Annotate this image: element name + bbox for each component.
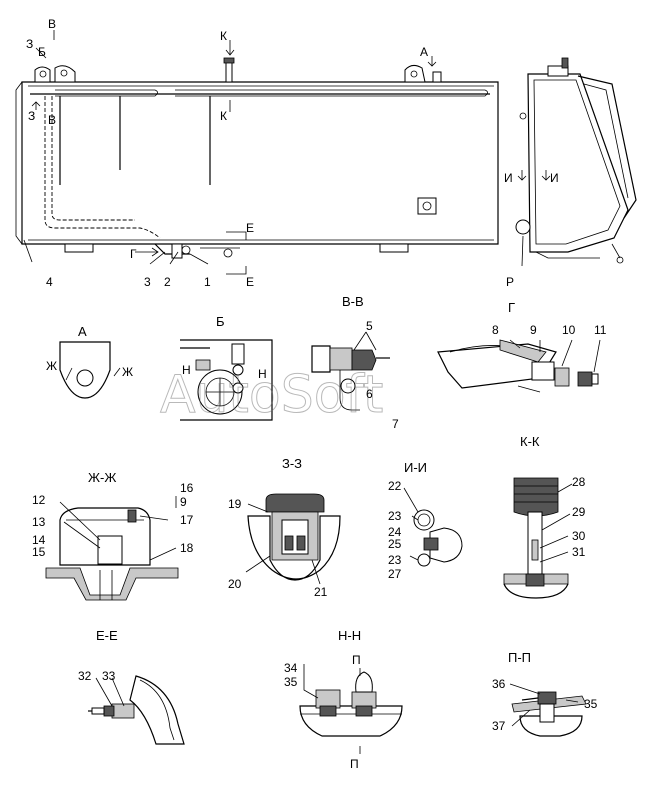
view-title-b: Б bbox=[216, 314, 225, 329]
section-k-k bbox=[503, 477, 569, 599]
marker-b-top: Б bbox=[38, 45, 46, 59]
watermark-autosoft: AutoSoft bbox=[160, 365, 383, 425]
marker-z-top: З bbox=[26, 37, 33, 51]
callout-9-g: 9 bbox=[530, 323, 537, 337]
marker-z-mid: З bbox=[28, 109, 35, 123]
callout-13: 13 bbox=[32, 515, 46, 529]
tank-side-view bbox=[515, 57, 637, 264]
marker-i-left: И bbox=[504, 171, 513, 185]
callout-23-bottom: 23 bbox=[388, 553, 402, 567]
callout-14: 14 bbox=[32, 533, 46, 547]
callout-1: 1 bbox=[204, 275, 211, 289]
callout-19: 19 bbox=[228, 497, 242, 511]
section-title-z-z: З-З bbox=[282, 456, 302, 471]
callout-23-top: 23 bbox=[388, 509, 402, 523]
leader-lines bbox=[23, 30, 601, 754]
marker-k-mid: К bbox=[220, 109, 227, 123]
marker-i-right: И bbox=[550, 171, 559, 185]
callout-25: 25 bbox=[388, 537, 402, 551]
callout-31: 31 bbox=[572, 545, 586, 559]
marker-n-right: Н bbox=[258, 367, 267, 381]
callout-36: 36 bbox=[492, 677, 506, 691]
callout-17: 17 bbox=[180, 513, 194, 527]
callout-35-p: 35 bbox=[584, 697, 598, 711]
marker-k-top: К bbox=[220, 29, 227, 43]
view-g bbox=[437, 339, 599, 393]
callout-11: 11 bbox=[594, 323, 607, 337]
callout-32: 32 bbox=[78, 669, 92, 683]
marker-zh-left: Ж bbox=[46, 359, 57, 373]
section-z-z bbox=[247, 493, 341, 581]
marker-e-bottom: Е bbox=[246, 275, 254, 289]
section-title-zh-zh: Ж-Ж bbox=[88, 470, 116, 485]
callout-5: 5 bbox=[366, 319, 373, 333]
callout-30: 30 bbox=[572, 529, 586, 543]
callout-24: 24 bbox=[388, 525, 402, 539]
marker-a-top: А bbox=[420, 45, 428, 59]
marker-v-top: В bbox=[48, 17, 56, 31]
section-title-i-i: И-И bbox=[404, 460, 427, 475]
callout-29: 29 bbox=[572, 505, 586, 519]
marker-zh-right: Ж bbox=[122, 365, 133, 379]
section-title-k-k: К-К bbox=[520, 434, 540, 449]
callout-20: 20 bbox=[228, 577, 242, 591]
section-title-p-p: П-П bbox=[508, 650, 531, 665]
section-p-p bbox=[511, 691, 587, 737]
view-title-vv: В-В bbox=[342, 294, 364, 309]
section-title-e-e: Е-Е bbox=[96, 628, 118, 643]
view-title-g: Г bbox=[508, 300, 515, 315]
section-e-e bbox=[88, 675, 185, 745]
callout-7: 7 bbox=[392, 417, 399, 431]
callout-28: 28 bbox=[572, 475, 586, 489]
callout-22: 22 bbox=[388, 479, 402, 493]
callout-3: 3 bbox=[144, 275, 151, 289]
marker-n-left: Н bbox=[182, 363, 191, 377]
callout-27: 27 bbox=[388, 567, 402, 581]
callout-10: 10 bbox=[562, 323, 576, 337]
marker-p-top: П bbox=[352, 653, 361, 667]
callout-6: 6 bbox=[366, 387, 373, 401]
main-tank-view bbox=[15, 57, 499, 259]
section-n-n bbox=[299, 671, 403, 737]
view-title-a: А bbox=[78, 324, 87, 339]
section-title-n-n: Н-Н bbox=[338, 628, 361, 643]
callout-2: 2 bbox=[164, 275, 171, 289]
callout-8: 8 bbox=[492, 323, 499, 337]
callout-35-n: 35 bbox=[284, 675, 298, 689]
view-b bbox=[180, 339, 273, 421]
callout-18: 18 bbox=[180, 541, 194, 555]
callout-r: Р bbox=[506, 275, 514, 289]
marker-p-bottom: П bbox=[350, 757, 359, 771]
view-vv bbox=[311, 345, 390, 411]
callout-37: 37 bbox=[492, 719, 506, 733]
callout-4: 4 bbox=[46, 275, 53, 289]
section-i-i bbox=[413, 509, 463, 567]
callout-15: 15 bbox=[32, 545, 46, 559]
marker-g: Г bbox=[130, 247, 137, 261]
section-zh-zh bbox=[45, 507, 179, 601]
callout-16: 16 bbox=[180, 481, 194, 495]
view-a bbox=[59, 341, 111, 399]
marker-v-mid: В bbox=[48, 113, 56, 127]
callout-34: 34 bbox=[284, 661, 298, 675]
marker-e-top: Е bbox=[246, 221, 254, 235]
callout-21: 21 bbox=[314, 585, 328, 599]
callout-33: 33 bbox=[102, 669, 116, 683]
callout-9-zh: 9 bbox=[180, 495, 187, 509]
callout-12: 12 bbox=[32, 493, 46, 507]
